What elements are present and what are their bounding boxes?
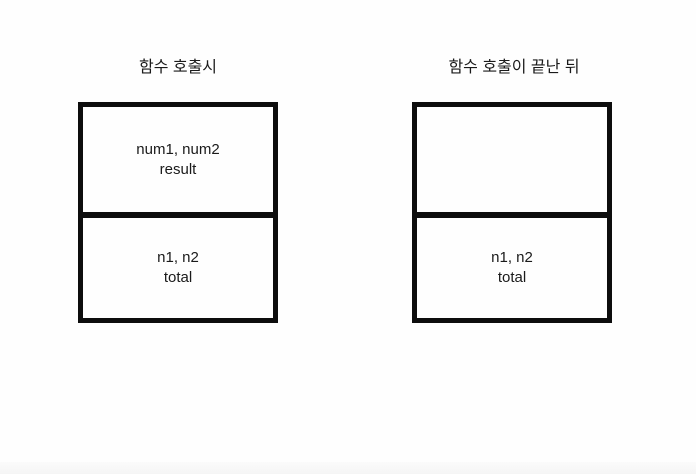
panel-title-during-call: 함수 호출시 [138,59,218,76]
variable-names-line: num1, num2 [136,140,220,158]
function-stack-frame-cell-empty [417,107,607,218]
variable-names-line: total [163,269,193,286]
panel-title-after-call: 함수 호출이 끝난 뒤 [448,59,580,76]
caller-stack-frame-cell: n1, n2 total [417,218,607,318]
memory-box-during-call: num1, num2 result n1, n2 total [78,102,278,323]
variable-names-line: result [159,160,197,178]
variable-names-line: n1, n2 [157,249,199,266]
function-stack-frame-cell: num1, num2 result [83,107,273,218]
caller-stack-frame-cell: n1, n2 total [83,218,273,318]
variable-names-line: n1, n2 [491,249,533,266]
bottom-edge-strip [0,462,696,474]
memory-box-after-call: n1, n2 total [412,102,612,323]
variable-names-line: total [497,269,527,286]
